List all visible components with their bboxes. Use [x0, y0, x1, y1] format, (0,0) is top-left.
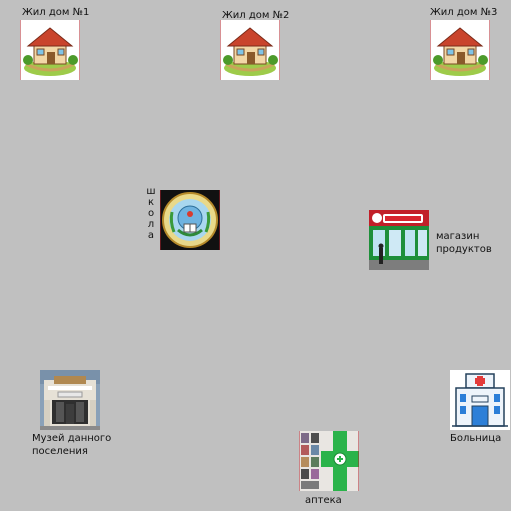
house-icon [430, 20, 490, 80]
house-1-label: Жил дом №1 [22, 7, 90, 18]
museum-label-line2: поселения [32, 446, 88, 457]
house-1-tile[interactable] [20, 20, 80, 80]
museum-label-line1: Музей данного [32, 433, 112, 444]
school-label-letter: о [147, 208, 155, 219]
school-label-letter: а [147, 230, 155, 241]
pharmacy-label: аптека [305, 495, 342, 506]
hospital-icon [450, 370, 510, 430]
shop-label-line2: продуктов [436, 244, 492, 255]
hospital-tile[interactable] [450, 370, 510, 430]
house-2-label: Жил дом №2 [222, 10, 290, 21]
shop-label-line1: магазин [436, 231, 480, 242]
grocery-store-icon [369, 210, 429, 270]
school-tile[interactable] [160, 190, 220, 250]
shop-tile[interactable] [369, 210, 429, 270]
pharmacy-tile[interactable] [299, 431, 359, 491]
museum-building-icon [40, 370, 100, 430]
school-label-letter: л [147, 219, 155, 230]
house-3-tile[interactable] [430, 20, 490, 80]
house-icon [20, 20, 80, 80]
pharmacy-cross-icon [299, 431, 359, 491]
house-2-tile[interactable] [220, 20, 280, 80]
hospital-label: Больница [450, 433, 502, 444]
museum-tile[interactable] [40, 370, 100, 430]
house-icon [220, 20, 280, 80]
house-3-label: Жил дом №3 [430, 7, 498, 18]
school-emblem-icon [160, 190, 220, 250]
school-label-letter: ш [146, 186, 156, 197]
school-label-letter: к [147, 197, 155, 208]
